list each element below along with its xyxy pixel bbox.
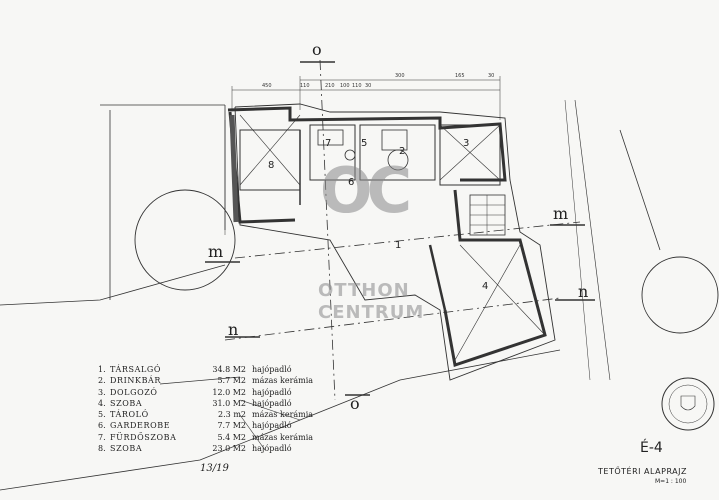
legend-name: DRINKBÁR (110, 376, 162, 386)
legend-name: SZOBA (110, 398, 143, 408)
legend-num: 5. (98, 410, 106, 420)
room-number-5: 5 (361, 138, 368, 149)
section-label-n-right: n (578, 282, 589, 301)
legend-name: TÁROLÓ (110, 410, 149, 420)
legend-material: mázas kerámia (252, 432, 314, 442)
legend-material: hajópadló (252, 398, 292, 408)
legend-name: GARDEROBE (110, 421, 171, 431)
dim-label: 210 (325, 83, 335, 89)
legend-material: hajópadló (252, 444, 292, 454)
legend-num: 7. (98, 432, 106, 442)
handwritten-note: 13/19 (200, 463, 229, 474)
legend-area: 5.4 M2 (217, 432, 246, 442)
legend-name: FÜRDŐSZOBA (110, 432, 177, 442)
dim-label: 165 (455, 73, 465, 79)
section-label-o-top: o (312, 40, 322, 59)
watermark-logo: OC (319, 154, 412, 227)
room-number-1: 1 (395, 240, 402, 251)
legend-material: hajópadló (252, 421, 292, 431)
dim-label: 110 (300, 83, 310, 89)
legend-area: 31.0 M2 (212, 398, 246, 408)
legend-row: 1. TÁRSALGÓ 34.8 M2 hajópadló (98, 364, 332, 375)
legend-material: mázas kerámia (252, 376, 314, 386)
legend-area: 12.0 M2 (212, 387, 246, 397)
legend-area: 5.7 M2 (217, 376, 246, 386)
legend-name: SZOBA (110, 444, 143, 454)
legend-num: 8. (98, 444, 106, 454)
section-label-m-right: m (553, 204, 569, 223)
sheet-code: É-4 (640, 440, 663, 456)
dim-label: 110 (352, 83, 362, 89)
watermark-line1: OTTHON (318, 280, 410, 301)
room-number-8: 8 (268, 160, 275, 171)
legend-row: 3. DOLGOZÓ 12.0 M2 hajópadló (98, 387, 332, 398)
legend-row: 4. SZOBA 31.0 M2 hajópadló (98, 398, 332, 409)
dim-label: 300 (395, 73, 405, 79)
legend-row: 8. SZOBA 23.0 M2 hajópadló (98, 443, 332, 454)
dim-label: 30 (488, 73, 494, 79)
legend-material: mázas kerámia (252, 410, 314, 420)
legend-area: 34.8 M2 (212, 365, 246, 374)
dim-label: 450 (262, 83, 272, 89)
legend-area: 7.7 M2 (217, 421, 246, 431)
legend-name: TÁRSALGÓ (110, 365, 162, 374)
otthon-centrum-watermark: OC OTTHON CENTRUM (318, 154, 425, 324)
room-number-7: 7 (325, 138, 332, 149)
legend-material: hajópadló (252, 365, 292, 374)
legend-area: 2.3 m2 (218, 410, 246, 420)
legend-num: 4. (98, 398, 106, 408)
room-number-4: 4 (482, 281, 489, 292)
legend-num: 1. (98, 365, 106, 374)
watermark-line2: CENTRUM (318, 302, 425, 323)
legend-num: 3. (98, 387, 106, 397)
section-label-o-bottom: o (350, 394, 360, 413)
legend-row: 6. GARDEROBE 7.7 M2 hajópadló (98, 420, 332, 431)
dim-label: 30 (365, 83, 371, 89)
room-number-2: 2 (399, 146, 406, 157)
legend-name: DOLGOZÓ (110, 387, 158, 397)
legend-row: 7. FÜRDŐSZOBA 5.4 M2 mázas kerámia (98, 432, 332, 443)
section-label-n-left: n (228, 320, 239, 339)
legend-material: hajópadló (252, 387, 292, 397)
legend-num: 6. (98, 421, 106, 431)
dim-label: 100 (340, 83, 350, 89)
legend-row: 2. DRINKBÁR 5.7 M2 mázas kerámia (98, 375, 332, 386)
room-number-3: 3 (463, 138, 470, 149)
legend-row: 5. TÁROLÓ 2.3 m2 mázas kerámia (98, 409, 332, 420)
drawing-scale: M=1 : 100 (655, 478, 687, 485)
room-number-6: 6 (348, 177, 355, 188)
section-label-m-left: m (208, 242, 224, 261)
room-legend: 1. TÁRSALGÓ 34.8 M2 hajópadló 2. DRINKBÁR 5.7 … (98, 364, 332, 454)
legend-area: 23.0 M2 (212, 444, 246, 454)
drawing-title: TETŐTÉRI ALAPRAJZ (598, 467, 687, 476)
legend-num: 2. (98, 376, 106, 386)
